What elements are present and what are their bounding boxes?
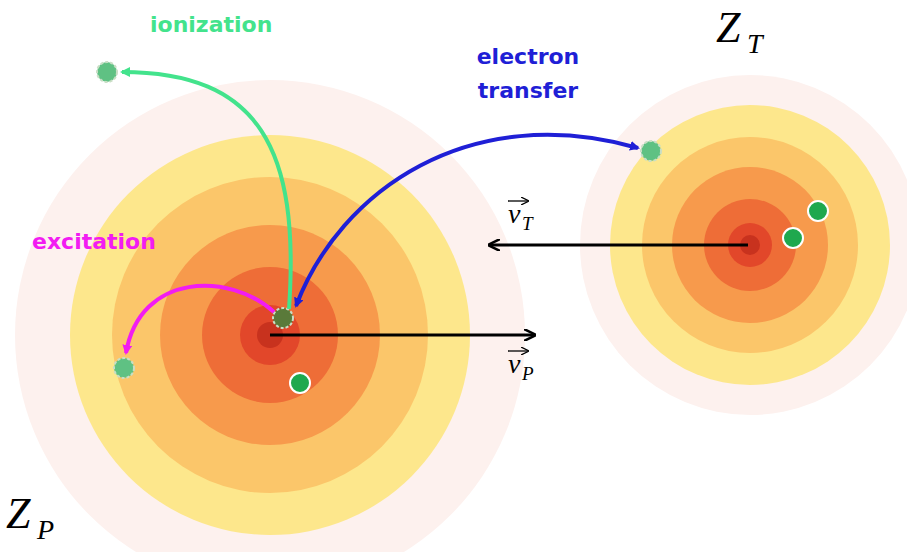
velocity-arrow [490, 244, 748, 247]
velocity-subscript: T [522, 214, 533, 233]
velocity-symbol: v [508, 200, 520, 228]
excitation-arrow [126, 286, 274, 353]
process-label: electron transfer [463, 40, 593, 108]
electron-ghost [97, 62, 661, 378]
velocity-subscript: P [522, 364, 534, 383]
charge-symbol: Z [6, 492, 30, 536]
velocity-arrow [270, 334, 534, 337]
electron [290, 201, 828, 393]
charge-subscript: T [747, 30, 763, 58]
ionization-arrow [122, 72, 291, 309]
velocity-symbol: v [508, 350, 520, 378]
charge-subscript: P [37, 516, 54, 544]
charge-symbol: Z [716, 6, 740, 50]
process-label: excitation [32, 231, 156, 253]
transfer-arrow [296, 135, 638, 306]
process-label: ionization [150, 14, 272, 36]
